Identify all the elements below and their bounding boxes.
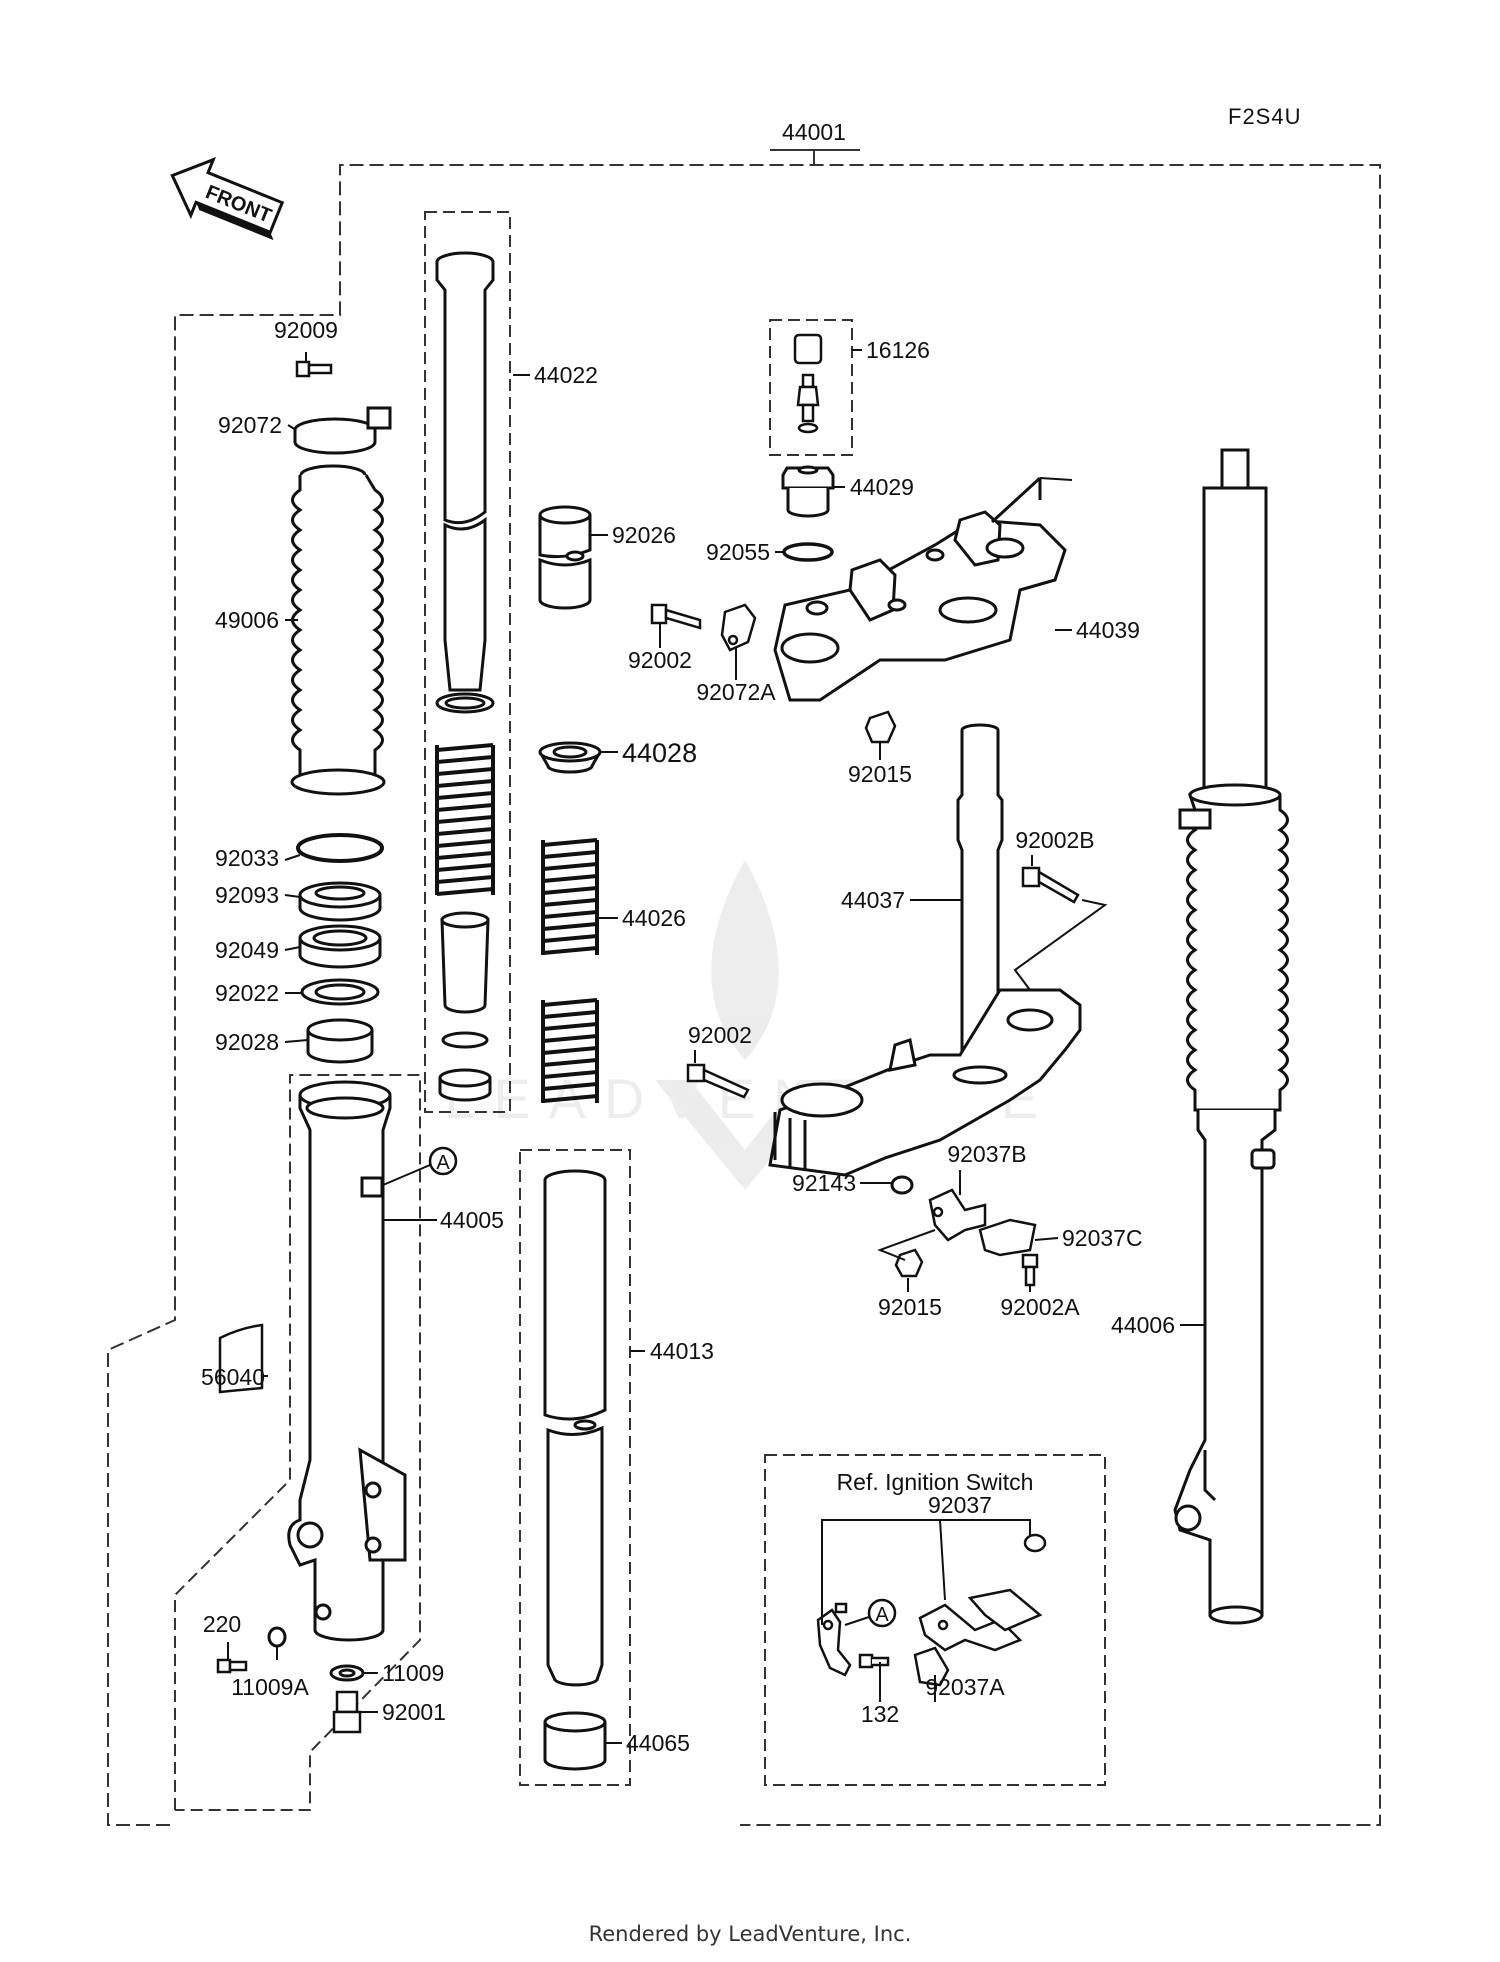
inner-boxes	[174, 211, 1106, 1811]
boot-49006-icon	[290, 464, 386, 796]
bolt-92002b-icon	[1021, 866, 1080, 904]
part-label: 44022	[534, 362, 598, 388]
part-label: 92037	[928, 1492, 992, 1518]
callout-a-left: A	[382, 1146, 458, 1186]
collar-92143-icon	[890, 1175, 914, 1195]
bushing-92026-icon	[538, 505, 592, 610]
diagram-code: F2S4U	[1228, 104, 1301, 129]
part-label: 11009A	[231, 1674, 309, 1700]
part-label: 44029	[850, 474, 914, 500]
callout-a-right: A	[844, 1598, 897, 1628]
leader-44039-extra	[1039, 477, 1073, 481]
bolt-92002-upper-icon	[650, 603, 702, 630]
part-label: 44001	[782, 119, 846, 145]
bushing-44065-icon	[543, 1711, 607, 1771]
part-label: 92037A	[925, 1674, 1005, 1700]
clamp-92037b-icon	[928, 1188, 987, 1242]
part-label: 44013	[650, 1338, 714, 1364]
nut-92015-upper-icon	[864, 710, 897, 744]
part-label: 92033	[215, 845, 279, 871]
part-label: 11009	[382, 1660, 444, 1686]
inner-tube-44013-icon	[543, 1169, 607, 1687]
reference-note: Ref. Ignition Switch	[837, 1469, 1034, 1495]
washer-11009a-icon	[267, 1626, 287, 1648]
part-label: 92049	[215, 937, 279, 963]
screw-220-icon	[216, 1658, 248, 1674]
bolt-92002a-icon	[1021, 1253, 1039, 1287]
part-label: 92072A	[696, 679, 776, 705]
front-arrow-icon: FRONT	[170, 157, 285, 241]
o-ring-92055-icon	[782, 542, 834, 562]
part-label: 92037B	[947, 1141, 1026, 1167]
part-label: 92009	[274, 317, 338, 343]
part-label: 92143	[792, 1170, 856, 1196]
part-label: 92002	[688, 1022, 752, 1048]
callout-a-left-text: A	[436, 1152, 450, 1174]
bolt-92009-icon	[295, 360, 333, 378]
leader-92002b-extra	[1013, 899, 1108, 991]
part-label: 92093	[215, 882, 279, 908]
part-label: 92001	[382, 1699, 446, 1725]
part-label: 44005	[440, 1207, 504, 1233]
part-label: 44028	[622, 738, 697, 768]
upper-bracket-44039-icon	[773, 476, 1067, 702]
air-valve-16126-icon	[793, 333, 823, 434]
spring-44026-icon	[541, 838, 599, 1103]
clamp-92072a-icon	[720, 603, 757, 652]
part-label: 92055	[706, 539, 770, 565]
washer-92022-icon	[300, 978, 380, 1006]
washer-92049-icon	[298, 924, 382, 969]
outer-tube-44005-icon	[287, 1080, 407, 1642]
part-label: 44065	[626, 1730, 690, 1756]
part-label: 92026	[612, 522, 676, 548]
ignition-switch-parts-icon	[816, 1533, 1047, 1687]
bushing-92028-icon	[306, 1018, 374, 1064]
part-label: 92022	[215, 980, 279, 1006]
leader-lines	[227, 349, 1205, 1744]
part-label: 92072	[218, 412, 282, 438]
clamp-92072-icon	[293, 406, 392, 455]
washer-11009-icon	[329, 1664, 365, 1682]
part-label: 56040	[201, 1364, 265, 1390]
label-56040-icon	[218, 1323, 264, 1394]
spring-seat-44028-icon	[538, 741, 602, 774]
seal-92093-icon	[298, 881, 382, 922]
assembly-outline	[107, 149, 1381, 1826]
part-label: 92037C	[1062, 1225, 1143, 1251]
part-label: 220	[203, 1611, 241, 1637]
part-label: 44039	[1076, 617, 1140, 643]
part-label: 92002A	[1000, 1294, 1080, 1320]
clamp-92037c-icon	[978, 1218, 1037, 1257]
part-label: 92028	[215, 1029, 279, 1055]
inner-tube-44022-icon	[435, 251, 495, 1102]
callout-a-right-text: A	[875, 1604, 889, 1626]
part-labels: 44001 92009 92072 49006 92033 92093 9204…	[201, 119, 1175, 1756]
ignition-leaders	[821, 1519, 1031, 1702]
part-label: 92015	[878, 1294, 942, 1320]
footer-credit: Rendered by LeadVenture, Inc.	[588, 1922, 912, 1946]
part-label: 92015	[848, 761, 912, 787]
part-label: 16126	[866, 337, 930, 363]
fork-leg-44006-icon	[1173, 448, 1289, 1625]
part-label: 49006	[215, 607, 279, 633]
fork-cap-44029-icon	[781, 465, 835, 518]
bolt-92002-lower-icon	[686, 1063, 750, 1099]
part-label: 44006	[1111, 1312, 1175, 1338]
part-label: 44037	[841, 887, 905, 913]
steering-stem-44037-icon	[768, 723, 1082, 1177]
part-label: 44026	[622, 905, 686, 931]
part-label: 92002B	[1015, 827, 1094, 853]
bolt-92001-icon	[332, 1690, 362, 1734]
nut-92015-lower-icon	[894, 1248, 924, 1278]
part-label: 132	[861, 1701, 899, 1727]
part-label: 92002	[628, 647, 692, 673]
circlip-92033-icon	[296, 833, 384, 863]
